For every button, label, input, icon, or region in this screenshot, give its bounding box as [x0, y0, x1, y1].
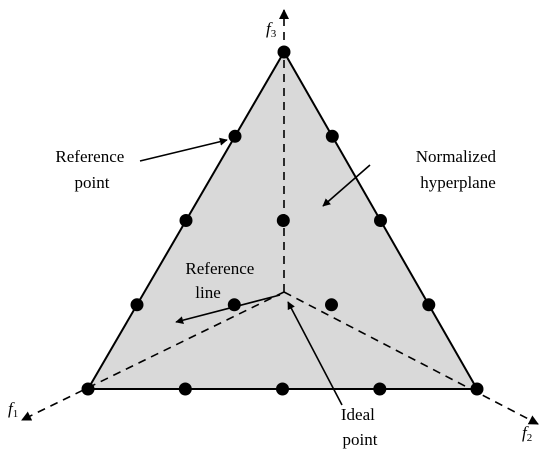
- reference-line-label-line2: line: [195, 283, 221, 302]
- reference-point: [277, 45, 291, 59]
- reference-point-label: Reference point: [55, 147, 128, 192]
- f2-axis: [283, 291, 539, 425]
- ideal-point-label-line2: point: [343, 430, 378, 449]
- reference-line-label: Reference line: [185, 259, 258, 302]
- reference-point: [470, 382, 484, 396]
- normalized-hyperplane-label-line1: Normalized: [416, 147, 497, 166]
- normalized-hyperplane-label: Normalized hyperplane: [416, 147, 501, 192]
- reference-point-arrow: [139, 137, 228, 162]
- ideal-point-label-line1: Ideal: [341, 405, 375, 424]
- ideal-point-arrow: [287, 301, 343, 406]
- reference-line-label-line1: Reference: [185, 259, 254, 278]
- f1-axis-label: f1: [8, 399, 18, 420]
- reference-point-label-line1: Reference: [55, 147, 124, 166]
- axes: [21, 9, 539, 425]
- reference-point: [325, 129, 339, 143]
- f1-axis: [21, 291, 285, 421]
- reference-point-label-line2: point: [75, 173, 110, 192]
- reference-point: [130, 298, 144, 312]
- f2-axis-label: f2: [522, 423, 532, 444]
- reference-point: [276, 382, 289, 396]
- reference-point: [81, 382, 95, 396]
- reference-point: [276, 214, 290, 227]
- reference-point: [228, 129, 242, 143]
- reference-point: [179, 214, 193, 227]
- annotation-arrows: [139, 137, 371, 406]
- reference-point: [178, 382, 192, 396]
- reference-point: [374, 214, 387, 227]
- reference-point: [227, 298, 241, 312]
- normalized-hyperplane-label-line2: hyperplane: [420, 173, 496, 192]
- reference-point: [373, 382, 387, 396]
- normalized-hyperplane-arrow: [322, 164, 371, 207]
- ideal-point-label: Ideal point: [341, 405, 379, 449]
- reference-point: [325, 298, 338, 312]
- f3-axis-label: f3: [266, 19, 277, 40]
- reference-point: [422, 298, 436, 312]
- reference-line-arrow: [175, 294, 281, 325]
